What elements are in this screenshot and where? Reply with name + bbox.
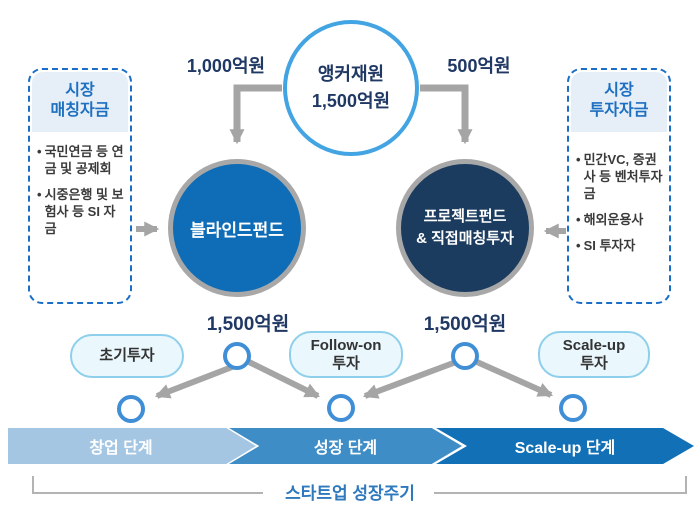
market-matching-panel: 시장 매칭자금 • 국민연금 등 연금 및 공제회 • 시중은행 및 보험사 등… <box>28 68 132 304</box>
bullet-icon: • <box>576 237 581 253</box>
node-circle-project <box>451 342 479 370</box>
list-item: • SI 투자자 <box>576 238 665 255</box>
project-fund-circle: 프로젝트펀드 & 직접매칭투자 <box>396 159 534 297</box>
market-matching-item-1: 국민연금 등 연금 및 공제회 <box>44 144 124 176</box>
market-matching-title-line2: 매칭자금 <box>50 102 110 119</box>
stage-scale-up-label: Scale-up 단계 <box>514 440 616 457</box>
market-matching-title-line1: 시장 <box>65 82 95 99</box>
follow-on-investment-pill: Follow-on 투자 <box>289 331 403 378</box>
startup-growth-cycle-label: 스타트업 성장주기 <box>285 484 415 503</box>
market-investment-item-3: SI 투자자 <box>583 237 636 253</box>
early-investment-label: 초기투자 <box>99 347 155 365</box>
stage-startup-chevron: 창업 단계 <box>8 428 256 464</box>
flow-left-amount: 1,000억원 <box>186 56 266 76</box>
market-investment-item-2: 해외운용사 <box>583 211 644 227</box>
blind-fund-circle: 블라인드펀드 <box>168 159 306 297</box>
market-investment-item-1: 민간VC, 증권사 등 벤처투자금 <box>583 152 663 201</box>
node-circle-stage2 <box>327 394 355 422</box>
zigzag-arrow-3 <box>362 359 458 399</box>
stage-startup-label: 창업 단계 <box>89 440 153 457</box>
zigzag-arrow-2 <box>247 359 321 399</box>
follow-on-label-line1: Follow-on <box>310 337 382 355</box>
scale-up-investment-pill: Scale-up 투자 <box>538 331 650 378</box>
node-circle-stage1 <box>117 395 145 423</box>
node-circle-blind <box>223 342 251 370</box>
node-circle-stage3 <box>559 394 587 422</box>
stage-growth-chevron: 성장 단계 <box>229 428 462 464</box>
market-matching-item-2: 시중은행 및 보험사 등 SI 자금 <box>44 186 124 236</box>
bullet-icon: • <box>576 152 581 167</box>
project-fund-label-line1: 프로젝트펀드 <box>423 208 507 226</box>
market-matching-panel-title: 시장 매칭자금 <box>32 72 128 132</box>
list-item: • 국민연금 등 연금 및 공제회 <box>37 144 126 178</box>
anchor-fund-circle: 앵커재원 1,500억원 <box>283 20 419 156</box>
project-fund-label-line2: & 직접매칭투자 <box>416 230 514 247</box>
bullet-icon: • <box>576 211 581 227</box>
blind-fund-label: 블라인드펀드 <box>190 220 284 240</box>
growth-cycle-bracket <box>32 476 687 494</box>
list-item: • 시중은행 및 보험사 등 SI 자금 <box>37 187 126 238</box>
market-investment-panel-title: 시장 투자자금 <box>571 72 667 132</box>
flow-arrow-to-project-fund <box>420 84 473 145</box>
flow-right-amount: 500억원 <box>447 56 511 76</box>
stage-scale-up-chevron: Scale-up 단계 <box>436 428 694 464</box>
market-matching-panel-body: • 국민연금 등 연금 및 공제회 • 시중은행 및 보험사 등 SI 자금 <box>30 132 130 237</box>
market-investment-panel-body: • 민간VC, 증권사 등 벤처투자금 • 해외운용사 • SI 투자자 <box>569 132 669 254</box>
project-fund-amount: 1,500억원 <box>423 314 507 335</box>
stage-growth-label: 성장 단계 <box>313 440 378 457</box>
bullet-icon: • <box>37 144 42 159</box>
market-investment-title-line1: 시장 <box>604 82 634 99</box>
market-investment-title-line2: 투자자금 <box>589 102 649 119</box>
market-investment-panel: 시장 투자자금 • 민간VC, 증권사 등 벤처투자금 • 해외운용사 • SI… <box>567 68 671 304</box>
blind-fund-amount: 1,500억원 <box>206 314 290 335</box>
scale-up-label-line1: Scale-up <box>562 337 626 355</box>
anchor-fund-amount: 1,500억원 <box>311 91 391 111</box>
bullet-icon: • <box>37 186 42 202</box>
anchor-fund-title: 앵커재원 <box>317 64 385 84</box>
list-item: • 해외운용사 <box>576 212 665 229</box>
scale-up-label-line2: 투자 <box>580 354 608 372</box>
flow-arrow-to-blind-fund <box>229 84 282 145</box>
early-investment-pill: 초기투자 <box>70 334 184 378</box>
follow-on-label-line2: 투자 <box>332 354 360 372</box>
zigzag-arrow-4 <box>475 359 554 398</box>
list-item: • 민간VC, 증권사 등 벤처투자금 <box>576 152 665 203</box>
